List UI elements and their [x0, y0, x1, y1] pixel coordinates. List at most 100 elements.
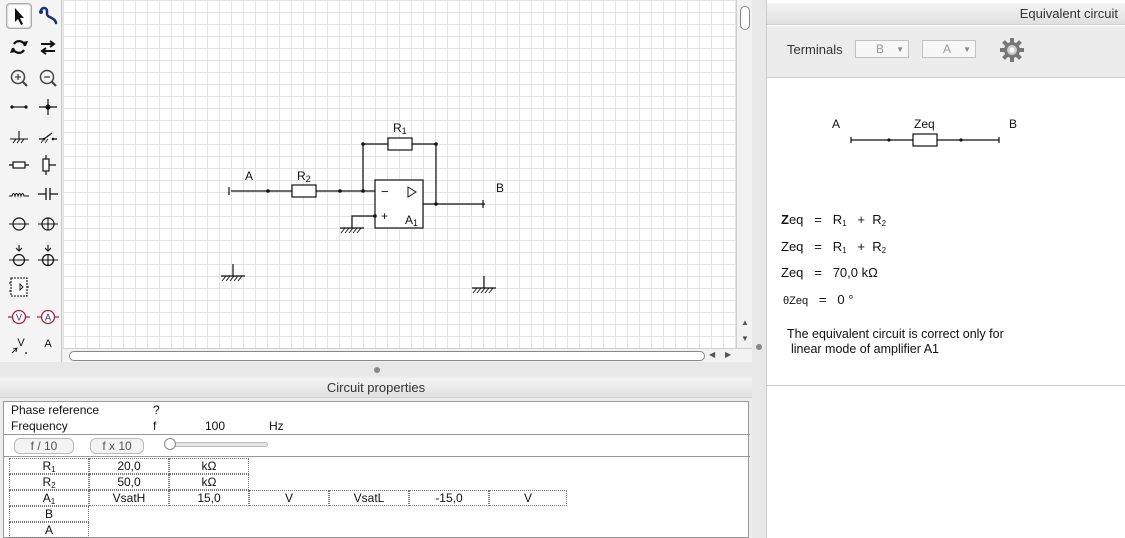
opamp-tool-button[interactable]	[6, 274, 32, 300]
resistor-vertical-tool-button[interactable]	[35, 152, 61, 178]
vertical-scroll-thumb[interactable]	[740, 6, 750, 30]
frequency-multiply-button[interactable]: f x 10	[90, 438, 144, 454]
node-dot	[338, 189, 342, 193]
frequency-value[interactable]: 100	[205, 419, 226, 433]
resistor-r1[interactable]	[387, 137, 413, 151]
r2-label: R2	[297, 169, 311, 184]
validity-note-line-1: The equivalent circuit is correct only f…	[787, 327, 1004, 341]
zoom-out-icon	[39, 69, 57, 87]
chevron-down-icon: ▼	[963, 45, 971, 54]
phase-reference-value[interactable]: ?	[153, 403, 160, 417]
gear-icon[interactable]	[999, 37, 1025, 63]
chevron-down-icon: ▼	[896, 45, 904, 54]
flip-arrows-icon	[40, 40, 56, 55]
formula-line-3: Zeq = 70,0 kΩ	[781, 265, 878, 280]
component-name-a1: A1	[9, 490, 89, 506]
r1-label: R1	[393, 121, 407, 136]
formula-line-2: Zeq = R1 + R2	[781, 239, 887, 255]
voltage-source-icon	[9, 217, 29, 231]
current-source-icon	[38, 217, 58, 231]
node-tool-button[interactable]	[35, 94, 61, 120]
dependent-voltage-source-icon	[9, 245, 29, 267]
equivalent-circuit-diagram: A Zeq B	[832, 117, 1017, 147]
flip-tool-button[interactable]	[35, 34, 61, 60]
node-label-a: A	[245, 169, 253, 183]
scroll-left-icon[interactable]: ◀	[709, 350, 716, 359]
divider	[4, 434, 750, 435]
zoom-in-button[interactable]	[6, 65, 32, 91]
canvas-vertical-scrollbar[interactable]: ▲ ▼	[736, 0, 752, 348]
probe-icon	[39, 6, 58, 25]
terminal-1-select[interactable]: B▼	[855, 40, 909, 58]
svg-text:A: A	[45, 313, 51, 323]
opamp-triangle	[407, 186, 417, 198]
opamp-a1[interactable]	[374, 179, 424, 229]
a1-vsath-value[interactable]: 15,0	[169, 490, 249, 506]
formula-line-4: θZeq = 0 °	[783, 292, 854, 307]
horizontal-scroll-thumb[interactable]	[69, 351, 705, 361]
opamp-minus: −	[381, 184, 389, 199]
vertical-splitter-handle[interactable]	[756, 344, 762, 350]
svg-text:Zeq: Zeq	[914, 117, 935, 131]
ammeter-tool-button[interactable]: A	[35, 304, 61, 330]
inductor-tool-button[interactable]	[6, 181, 32, 207]
zoom-out-button[interactable]	[35, 65, 61, 91]
select-tool-button[interactable]	[6, 3, 32, 29]
horizontal-splitter-handle[interactable]	[374, 367, 380, 373]
voltmeter-tool-button[interactable]: V	[6, 304, 32, 330]
capacitor-tool-button[interactable]	[35, 181, 61, 207]
resistor-r2[interactable]	[291, 184, 317, 198]
scroll-right-icon[interactable]: ▶	[725, 350, 732, 359]
current-source-tool-button[interactable]	[35, 211, 61, 237]
scroll-down-icon[interactable]: ▼	[741, 334, 749, 343]
node-name-b: B	[9, 506, 89, 522]
voltage-label-icon: V	[11, 337, 27, 354]
pointer-arrow-icon	[15, 8, 24, 25]
frequency-slider-knob[interactable]	[164, 438, 176, 450]
a1-vsatl-value[interactable]: -15,0	[409, 490, 489, 506]
terminals-label: Terminals	[787, 42, 843, 57]
r2-value-cell[interactable]: 50,0	[89, 474, 169, 490]
a1-vsatl-unit: V	[489, 490, 567, 506]
dependent-current-source-tool-button[interactable]	[35, 243, 61, 269]
terminal-2-select[interactable]: A▼	[922, 40, 976, 58]
frequency-slider-track[interactable]	[164, 442, 268, 447]
node-dot	[434, 142, 438, 146]
scroll-up-icon[interactable]: ▲	[741, 318, 749, 327]
wire-icon	[10, 105, 28, 109]
voltage-label-tool-button[interactable]: V	[6, 334, 32, 360]
node-label-icon: A	[44, 338, 52, 350]
zoom-in-icon	[10, 69, 28, 87]
rotate-tool-button[interactable]	[6, 34, 32, 60]
svg-text:A: A	[832, 117, 840, 131]
probe-tool-button[interactable]	[35, 3, 61, 29]
switch-tool-button[interactable]	[35, 123, 61, 149]
ground-symbol-2	[221, 264, 245, 277]
node-label-b: B	[496, 181, 504, 195]
svg-text:V: V	[16, 313, 22, 323]
r2-unit-cell: kΩ	[169, 474, 249, 490]
opamp-plus: +	[381, 209, 388, 223]
a1-vsatl-label: VsatL	[329, 490, 409, 506]
phase-reference-label: Phase reference	[11, 403, 100, 417]
canvas-horizontal-scrollbar[interactable]: ◀ ▶	[63, 348, 752, 362]
r1-value-cell[interactable]: 20,0	[89, 458, 169, 474]
component-name-r1: R1	[9, 458, 89, 474]
node-dot	[373, 214, 377, 218]
r1-unit-cell: kΩ	[169, 458, 249, 474]
dependent-voltage-source-tool-button[interactable]	[6, 243, 32, 269]
frequency-divide-button[interactable]: f / 10	[14, 438, 74, 454]
ground-tool-button[interactable]	[6, 123, 32, 149]
wire-tool-button[interactable]	[6, 94, 32, 120]
node-label-tool-button[interactable]: A	[35, 334, 61, 360]
voltmeter-icon: V	[8, 309, 30, 325]
ammeter-icon: A	[37, 309, 59, 325]
schematic-canvas[interactable]: A B R2 R1 A1 − +	[63, 0, 736, 348]
resistor-tool-button[interactable]	[6, 152, 32, 178]
resistor-vertical-icon	[42, 155, 56, 175]
a1-label: A1	[405, 213, 418, 228]
properties-box: Phase reference ? Frequency f 100 Hz f /…	[3, 401, 750, 538]
capacitor-icon	[38, 188, 58, 200]
voltage-source-tool-button[interactable]	[6, 211, 32, 237]
svg-text:A: A	[44, 338, 52, 350]
